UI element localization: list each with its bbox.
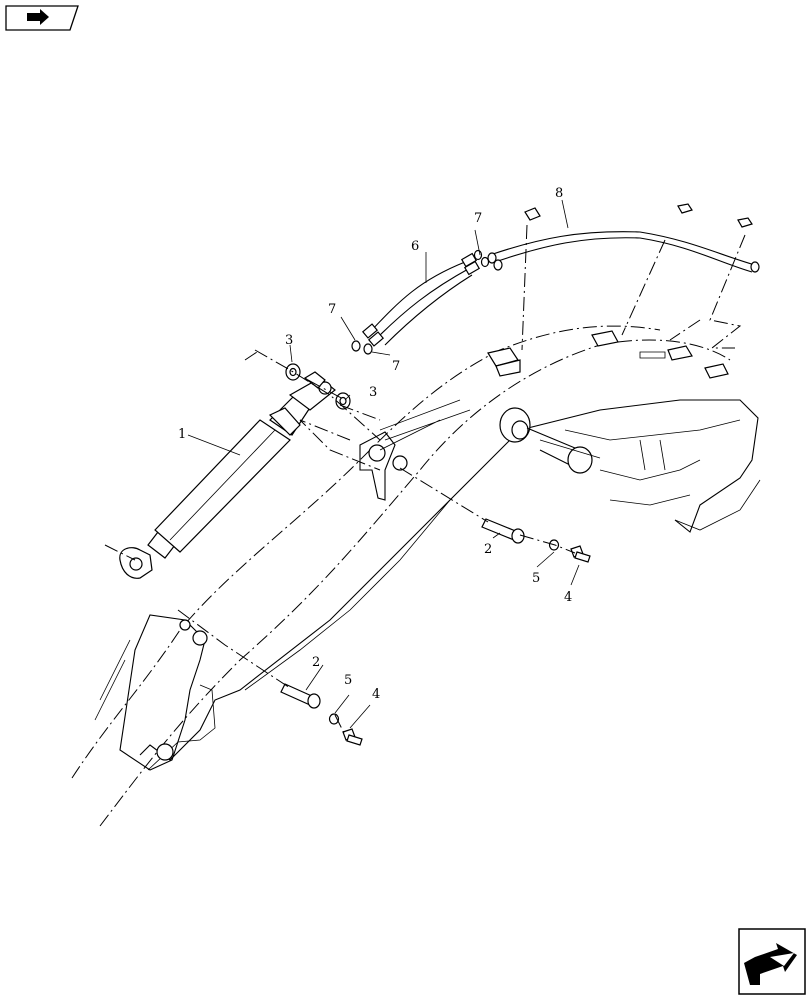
- boom-foot-pin: [499, 407, 601, 474]
- bolt: [342, 545, 591, 746]
- assembly-lines: [104, 224, 746, 736]
- callout-7a: 7: [328, 302, 336, 317]
- hose-assembly: [361, 252, 481, 347]
- callout-7c: 7: [392, 359, 400, 374]
- callout-8: 8: [555, 186, 563, 201]
- callout-3a: 3: [285, 333, 293, 348]
- tube-clamp: [487, 203, 753, 379]
- callout-2b: 2: [312, 655, 320, 670]
- cylinder-mount-bracket: [359, 399, 471, 501]
- lower-bracket: [94, 614, 208, 771]
- callout-4b: 4: [372, 687, 380, 702]
- next-page-arrow-icon[interactable]: [738, 928, 806, 995]
- previous-page-arrow-icon[interactable]: [5, 5, 79, 31]
- callout-6: 6: [411, 239, 419, 254]
- flat-washer: [328, 539, 560, 725]
- tube-assembly: [487, 231, 760, 273]
- callout-3b: 3: [369, 385, 377, 400]
- callout-5b: 5: [344, 673, 352, 688]
- callout-5a: 5: [532, 571, 540, 586]
- leader-lines: [187, 199, 580, 729]
- hydraulic-cylinder: [119, 371, 336, 579]
- pin: [280, 518, 525, 709]
- callout-1: 1: [178, 427, 186, 442]
- callout-2a: 2: [484, 542, 492, 557]
- callout-7b: 7: [474, 211, 482, 226]
- callout-4a: 4: [564, 590, 572, 605]
